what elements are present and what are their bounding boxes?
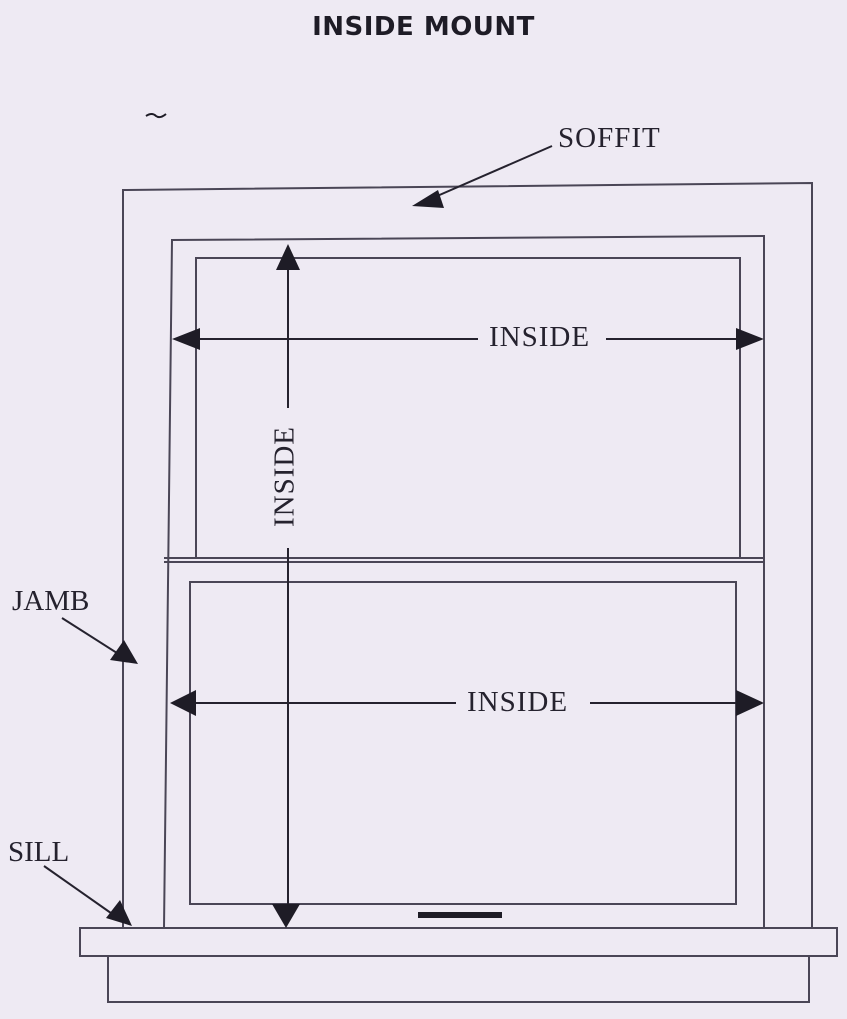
jamb-arrowhead [110, 640, 138, 664]
inside-width-bottom-left-arrowhead [170, 690, 196, 716]
sill-board [79, 927, 838, 957]
jamb-label: JAMB [12, 585, 90, 617]
inside-width-top-right-arrowhead [736, 328, 764, 350]
pencil-mark [145, 113, 167, 119]
inside-width-top-left-arrowhead [172, 328, 200, 350]
diagram-title: INSIDE MOUNT [312, 12, 535, 42]
inside-width-bottom-right-arrowhead [736, 690, 764, 716]
soffit-arrowhead [412, 190, 444, 208]
soffit-leader [427, 145, 553, 201]
inside-height-bottom-arrowhead [272, 904, 300, 928]
lower-sash-glass [189, 581, 737, 905]
inside-height-label: INSIDE [269, 416, 301, 537]
sill-leader [43, 865, 119, 919]
sill-arrowhead [106, 900, 132, 926]
window-frame [163, 234, 765, 929]
sash-lift-handle [418, 912, 502, 918]
sill-apron [107, 955, 810, 1003]
sill-label: SILL [8, 836, 70, 868]
outer-opening-frame [122, 181, 813, 928]
inside-width-bottom-label: INSIDE [463, 688, 573, 717]
inside-height-top-arrowhead [276, 244, 300, 270]
inside-width-top-label: INSIDE [485, 323, 595, 352]
soffit-label: SOFFIT [558, 122, 661, 154]
